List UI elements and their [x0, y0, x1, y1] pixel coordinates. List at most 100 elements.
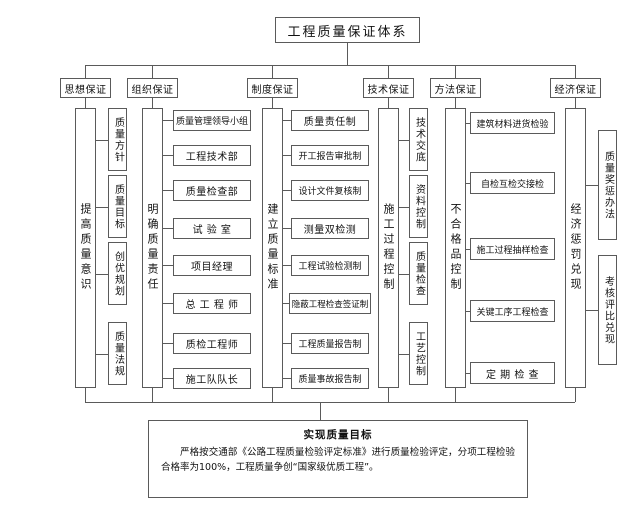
connector-c3-2 [283, 190, 291, 191]
connector-c1-1 [96, 207, 108, 208]
spine-box-tigao-zhiliang-yishi: 提高质量意识 [75, 108, 96, 388]
connector-c3-0 [283, 120, 291, 121]
connector-drop-5 [455, 65, 456, 78]
column2-item-5: 总 工 程 师 [173, 293, 251, 314]
diagram-title-box: 工程质量保证体系 [275, 17, 420, 43]
column1-item-2: 创优规划 [108, 242, 127, 305]
connector-c3-3 [283, 228, 291, 229]
connector-c4-0 [399, 140, 409, 141]
connector-c2-7 [163, 378, 173, 379]
column6-item-1: 考核评比兑现 [598, 255, 617, 365]
column3-item-7: 质量事故报告制 [291, 368, 369, 389]
connector-c4-1 [399, 207, 409, 208]
column4-item-3: 工艺控制 [409, 322, 428, 385]
header-box-jingji: 经济保证 [550, 78, 601, 98]
connector-c3-1 [283, 155, 291, 156]
connector-header-stem-6 [575, 98, 576, 108]
column2-item-3: 试 验 室 [173, 218, 251, 239]
column5-item-1: 自检互检交接检 [470, 172, 555, 194]
connector-drop-6 [575, 65, 576, 78]
column2-item-2: 质量检查部 [173, 180, 251, 201]
column4-item-1: 资料控制 [409, 175, 428, 238]
column3-item-2: 设计文件复核制 [291, 180, 369, 201]
connector-c5-3 [466, 311, 470, 312]
column3-item-1: 开工报告审批制 [291, 145, 369, 166]
summary-box: 实现质量目标 严格按交通部《公路工程质量检验评定标准》进行质量检验评定，分项工程… [148, 420, 528, 498]
spine-box-jianli-zhiliang-biaozhun: 建立质量标准 [262, 108, 283, 388]
header-box-sixiang: 思想保证 [60, 78, 111, 98]
connector-top-bus [85, 65, 575, 66]
connector-summary-stem [320, 402, 321, 420]
connector-header-stem-4 [388, 98, 389, 108]
connector-header-stem-1 [85, 98, 86, 108]
connector-spine-down-2 [152, 388, 153, 402]
connector-c2-4 [163, 265, 173, 266]
connector-header-stem-2 [152, 98, 153, 108]
connector-c5-0 [466, 123, 470, 124]
connector-bottom-bus [85, 402, 575, 403]
column5-item-2: 施工过程抽样检查 [470, 238, 555, 260]
connector-c2-0 [163, 120, 173, 121]
column2-item-7: 施工队队长 [173, 368, 251, 389]
header-box-jishu: 技术保证 [363, 78, 414, 98]
spine-box-jingji-chengfa-duixian: 经济惩罚兑现 [565, 108, 586, 388]
spine-box-buhege-pin-kongzhi: 不合格品控制 [445, 108, 466, 388]
connector-drop-2 [152, 65, 153, 78]
connector-title-stem [347, 43, 348, 65]
connector-c3-6 [283, 343, 291, 344]
connector-c3-4 [283, 265, 291, 266]
connector-spine-down-6 [575, 388, 576, 402]
column4-item-2: 质量检查 [409, 242, 428, 305]
column6-item-0: 质量奖惩办法 [598, 130, 617, 240]
column3-item-4: 工程试验检测制 [291, 255, 369, 276]
connector-c3-7 [283, 378, 291, 379]
connector-c1-3 [96, 354, 108, 355]
column1-item-3: 质量法规 [108, 322, 127, 385]
connector-c5-4 [466, 373, 470, 374]
summary-body: 严格按交通部《公路工程质量检验评定标准》进行质量检验评定，分项工程检验合格率为1… [161, 447, 515, 473]
column2-item-0: 质量管理领导小组 [173, 110, 251, 131]
connector-c3-5 [283, 303, 289, 304]
connector-c2-2 [163, 190, 173, 191]
connector-c1-0 [96, 140, 108, 141]
connector-drop-1 [85, 65, 86, 78]
connector-c4-3 [399, 354, 409, 355]
connector-c2-3 [163, 228, 173, 229]
connector-c1-2 [96, 274, 108, 275]
column3-item-5: 隐蔽工程检查签证制 [289, 293, 371, 314]
connector-spine-down-3 [272, 388, 273, 402]
connector-c5-1 [466, 183, 470, 184]
header-box-fangfa: 方法保证 [430, 78, 481, 98]
column2-item-4: 项目经理 [173, 255, 251, 276]
column2-item-1: 工程技术部 [173, 145, 251, 166]
connector-drop-4 [388, 65, 389, 78]
connector-spine-down-1 [85, 388, 86, 402]
spine-box-shigong-guocheng-kongzhi: 施工过程控制 [378, 108, 399, 388]
connector-drop-3 [272, 65, 273, 78]
connector-c2-1 [163, 155, 173, 156]
connector-c4-2 [399, 274, 409, 275]
header-box-zuzhi: 组织保证 [127, 78, 178, 98]
connector-header-stem-3 [272, 98, 273, 108]
column5-item-0: 建筑材料进货检验 [470, 112, 555, 134]
column3-item-6: 工程质量报告制 [291, 333, 369, 354]
column5-item-4: 定 期 检 查 [470, 362, 555, 384]
column5-item-3: 关键工序工程检查 [470, 300, 555, 322]
column3-item-0: 质量责任制 [291, 110, 369, 131]
connector-c6-1 [586, 310, 598, 311]
column4-item-0: 技术交底 [409, 108, 428, 171]
connector-c6-0 [586, 185, 598, 186]
connector-spine-down-5 [455, 388, 456, 402]
spine-box-mingque-zhiliang-zeren: 明确质量责任 [142, 108, 163, 388]
header-box-zhidu: 制度保证 [247, 78, 298, 98]
connector-c2-6 [163, 343, 173, 344]
connector-header-stem-5 [455, 98, 456, 108]
column2-item-6: 质检工程师 [173, 333, 251, 354]
connector-c5-2 [466, 249, 470, 250]
column3-item-3: 测量双检测 [291, 218, 369, 239]
summary-title: 实现质量目标 [303, 429, 373, 441]
connector-c2-5 [163, 303, 173, 304]
column1-item-0: 质量方针 [108, 108, 127, 171]
connector-spine-down-4 [388, 388, 389, 402]
